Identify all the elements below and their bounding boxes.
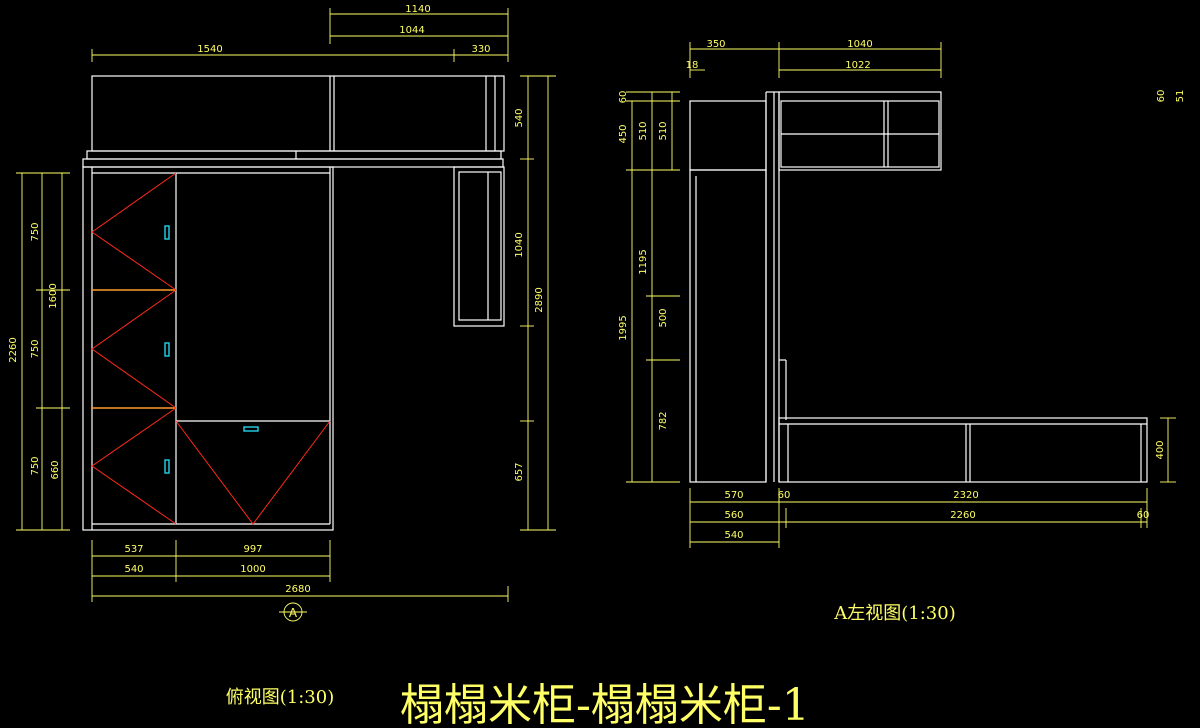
dim-label: 1000 [240,564,265,575]
handle-icon [164,225,170,240]
top-view-upper-shelf [91,75,505,152]
drawing-title: 榻榻米柜-榻榻米柜-1 [400,680,810,728]
door-mark [91,172,177,291]
dim-label: 60 [618,91,629,104]
side-view-platform [778,417,1148,483]
top-view-caption: 俯视图(1:30) [226,687,334,708]
dim-label: 2260 [950,510,975,521]
handle-icon [164,342,170,357]
door-mark [91,407,177,525]
dim-label: 1044 [399,25,424,36]
dim-label: 537 [124,544,143,555]
dim-label: 2320 [953,490,978,501]
dim-label: 60 [1137,510,1150,521]
dim-label: 750 [30,222,41,241]
dim-label: 1995 [618,315,629,340]
side-view-tall-cabinet [689,169,767,483]
side-view-caption: A左视图(1:30) [833,603,955,624]
dim-label: 510 [638,121,649,140]
top-view-cabinet [82,166,334,531]
top-view: 1140 1044 1540 330 540 1040 2890 657 226… [8,4,556,622]
dim-label: 510 [658,121,669,140]
dim-label: 540 [514,108,525,127]
dim-label: 570 [724,490,743,501]
dim-label: 500 [658,308,669,327]
dim-label: 330 [471,44,490,55]
section-marker-label: A [289,606,298,620]
top-view-side-shelf [453,166,505,327]
side-view-wall-cabinet [778,91,942,171]
dim-label: 2260 [8,337,19,362]
side-view: 350 1040 18 1022 60 51 60 450 510 510 11… [618,39,1186,548]
dim-label: 450 [618,124,629,143]
dim-label: 350 [706,39,725,50]
dim-label: 997 [243,544,262,555]
dim-label: 1600 [48,283,59,308]
door-mark [175,420,331,525]
dim-label: 1540 [197,44,222,55]
dim-label: 400 [1155,440,1166,459]
dim-label: 18 [686,60,699,71]
dim-label: 750 [30,456,41,475]
dim-label: 750 [30,339,41,358]
dim-label: 60 [778,490,791,501]
dim-label: 1195 [638,249,649,274]
side-view-upper-box [689,100,767,171]
dim-label: 60 [1156,90,1167,103]
dim-label: 51 [1175,90,1186,103]
dim-label: 540 [124,564,143,575]
dim-label: 2890 [534,287,545,312]
dim-label: 540 [724,530,743,541]
dim-label: 560 [724,510,743,521]
dim-label: 657 [514,462,525,481]
dim-label: 1040 [847,39,872,50]
dim-label: 782 [658,411,669,430]
handle-icon [164,459,170,474]
dim-label: 2680 [285,584,310,595]
dim-label: 1022 [845,60,870,71]
dim-label: 660 [50,460,61,479]
dim-label: 1140 [405,4,430,15]
door-mark [91,289,177,409]
handle-icon [243,426,259,432]
dim-label: 1040 [514,232,525,257]
